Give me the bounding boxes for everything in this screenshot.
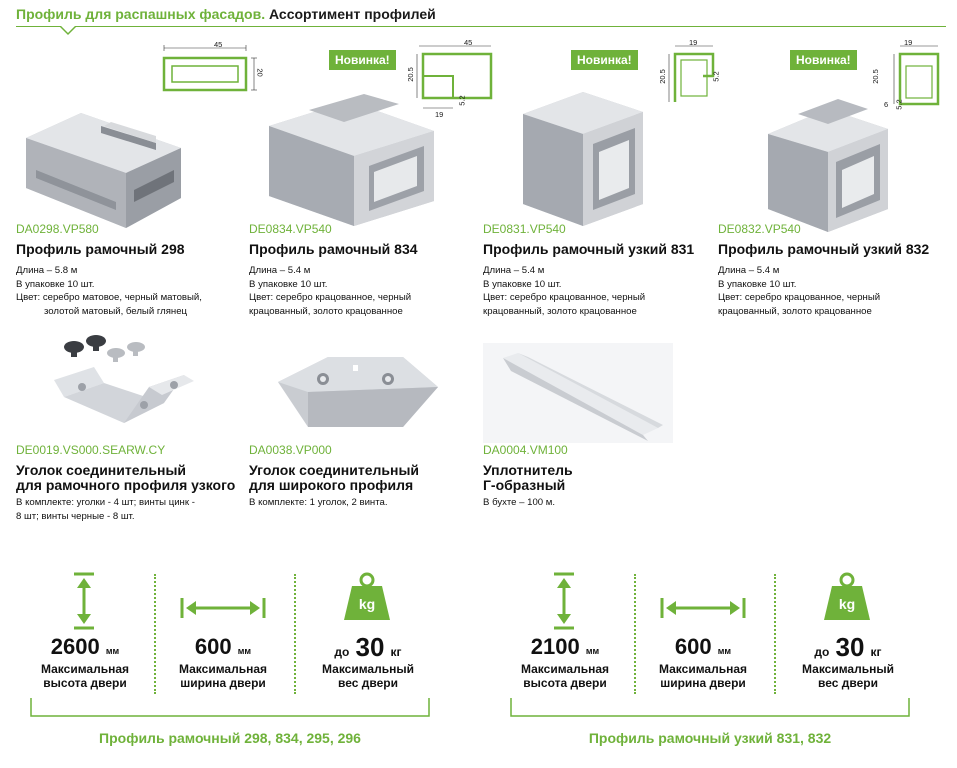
page-title: Профиль для распашных фасадов. Ассортиме… (16, 6, 436, 22)
profile-832-image (768, 99, 888, 232)
specs-bracket (510, 698, 910, 717)
product-card-da0004: DA0004.VM100 Уплотнитель Г-образный В бу… (483, 325, 713, 525)
product-description: В комплекте: уголки - 4 шт; винты цинк -… (16, 497, 195, 522)
divider-dots (154, 574, 156, 694)
product-code: DE0019.VS000.SEARW.CY (16, 443, 166, 457)
product-description: Длина – 5.4 м В упаковке 10 шт. Цвет: се… (483, 265, 646, 317)
product-name: Профиль рамочный узкий 832 (718, 241, 930, 257)
header-notch-icon (60, 26, 76, 36)
page-title-section: Профиль для распашных фасадов. (16, 6, 266, 22)
max-weight-value: до 30 кг (814, 632, 882, 662)
max-weight-value: до 30 кг (334, 632, 402, 662)
max-width-value: 600 мм (674, 634, 732, 659)
new-badge: Новинка! (329, 50, 396, 70)
profile-834-drawing (416, 45, 493, 109)
height-arrow-icon (554, 572, 574, 630)
product-card-832: Новинка! 19 20.5 6 5.2 DE0832.VP540 Проф… (718, 38, 948, 318)
corner-narrow-image (44, 325, 224, 435)
product-code: DA0038.VP000 (249, 443, 332, 457)
specs-footer-label: Профиль рамочный 298, 834, 295, 296 (99, 730, 361, 746)
max-height-value: 2600 мм (50, 634, 120, 659)
product-name: Уголок соединительный для широкого профи… (249, 462, 420, 493)
product-code: DA0298.VP580 (16, 222, 99, 236)
dim-label: 5.2 (894, 99, 904, 110)
product-code: DE0831.VP540 (483, 222, 566, 236)
product-card-298: 45 20 DA0298.VP580 Профиль рамочный 298 … (16, 38, 265, 318)
product-name: Профиль рамочный 298 (16, 241, 185, 257)
max-height-value: 2100 мм (530, 634, 600, 659)
weight-kg-icon-label: kg (358, 596, 376, 612)
product-name: Профиль рамочный 834 (249, 241, 418, 257)
product-description: Длина – 5.4 м В упаковке 10 шт. Цвет: се… (249, 265, 412, 317)
product-name: Уголок соединительный для рамочного проф… (16, 462, 236, 493)
specs-footer-label: Профиль рамочный узкий 831, 832 (588, 730, 832, 746)
page-title-subsection: Ассортимент профилей (268, 6, 436, 22)
dim-label: 20.5 (657, 69, 667, 84)
width-arrow-icon (660, 598, 746, 618)
product-code: DA0004.VM100 (483, 443, 568, 457)
dim-label: 45 (214, 40, 223, 49)
product-name: Уплотнитель Г-образный (483, 462, 573, 493)
dim-label: 5.2 (457, 95, 467, 106)
dim-label: 20.5 (870, 69, 880, 84)
product-description: Длина – 5.8 м В упаковке 10 шт. Цвет: се… (16, 265, 202, 317)
page-header: Профиль для распашных фасадов. Ассортиме… (0, 0, 957, 40)
profile-831-drawing (668, 45, 715, 102)
header-divider (16, 26, 946, 27)
divider-dots (774, 574, 776, 694)
product-code: DE0832.VP540 (718, 222, 801, 236)
dim-label: 19 (904, 38, 913, 47)
height-arrow-icon (74, 572, 94, 630)
specs-bracket (30, 698, 430, 717)
new-badge: Новинка! (790, 50, 857, 70)
dim-label: 6 (884, 100, 889, 109)
weight-kg-icon (344, 572, 390, 620)
product-code: DE0834.VP540 (249, 222, 332, 236)
width-arrow-icon (180, 598, 266, 618)
product-card-831: Новинка! 19 20.5 5.2 DE0831.VP540 Профил… (483, 38, 721, 318)
dim-label: 45 (464, 38, 473, 47)
new-badge: Новинка! (571, 50, 638, 70)
seal-image (483, 343, 673, 443)
dim-label: 20.5 (405, 67, 415, 82)
corner-wide-image (278, 357, 438, 427)
product-name: Профиль рамочный узкий 831 (483, 241, 695, 257)
product-description: В бухте – 100 м. (483, 497, 556, 508)
profile-831-image (523, 92, 643, 226)
product-description: Длина – 5.4 м В упаковке 10 шт. Цвет: се… (718, 265, 881, 317)
profile-298-image (26, 113, 181, 228)
dim-label: 19 (435, 110, 444, 119)
weight-kg-icon (824, 572, 870, 620)
product-description: В комплекте: 1 уголок, 2 винта. (249, 497, 388, 508)
profile-832-drawing (893, 45, 940, 106)
product-card-de0019: DE0019.VS000.SEARW.CY Уголок соединитель… (16, 325, 246, 525)
product-card-834: Новинка! 45 20.5 19 5.2 DE0834.VP540 Про… (249, 38, 493, 318)
profile-298-drawing (162, 45, 257, 92)
divider-dots (294, 574, 296, 694)
product-card-da0038: DA0038.VP000 Уголок соединительный для ш… (249, 325, 479, 525)
weight-kg-icon-label: kg (838, 596, 856, 612)
profile-834-image (269, 94, 434, 226)
dim-label: 19 (689, 38, 698, 47)
divider-dots (634, 574, 636, 694)
max-width-value: 600 мм (194, 634, 252, 659)
